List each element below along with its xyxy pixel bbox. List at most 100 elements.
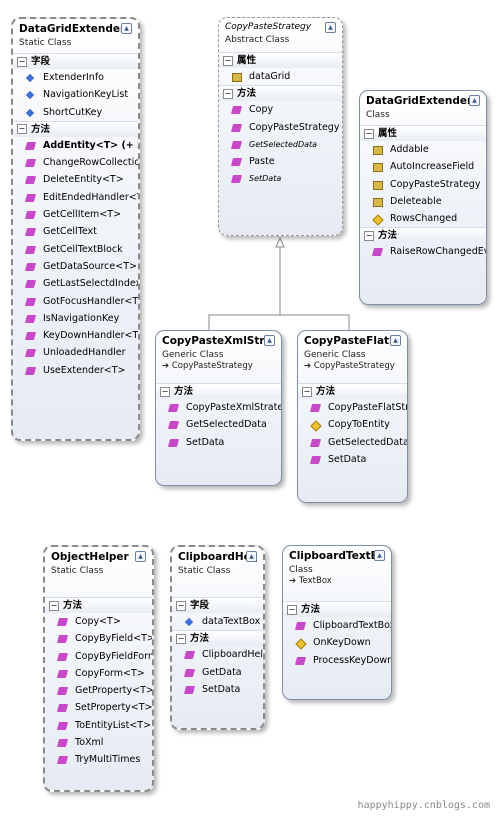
list-item[interactable]: dataTextBox [172,613,263,630]
list-item[interactable]: EditEndedHandler<TE... [13,189,138,206]
list-item[interactable]: SetData [219,170,342,187]
list-item[interactable]: Paste [219,153,342,170]
section-methods[interactable]: −方法 [13,120,138,137]
minus-icon[interactable]: − [17,124,27,135]
class-box-copypasteflatstrategy[interactable]: CopyPasteFlatStrat... Generic Class ➔ Co… [297,330,408,503]
list-item[interactable]: GetData [172,664,263,681]
list-item[interactable]: CopyByFieldForm... [45,648,152,665]
list-item[interactable]: SetProperty<T> [45,699,152,716]
minus-icon[interactable]: − [176,633,186,644]
collapse-icon[interactable]: ▲ [246,551,257,562]
list-item[interactable]: CopyPasteStrategy [360,176,486,193]
list-item[interactable]: ToEntityList<T> [45,717,152,734]
class-box-clipboardtextbox[interactable]: ClipboardTextBox Class ➔ TextBox ▲ −方法 C… [282,545,392,700]
section-methods[interactable]: −方法 [298,383,407,399]
list-item[interactable]: KeyDownHandler<T> [13,327,138,344]
list-item[interactable]: RaiseRowChangedEvent [360,243,486,260]
list-item[interactable]: GetCellTextBlock [13,241,138,258]
section-fields[interactable]: −字段 [13,53,138,69]
class-box-copypastestrategy[interactable]: CopyPasteStrategy Abstract Class ▲ −属性 d… [218,17,343,236]
minus-icon[interactable]: − [364,128,374,139]
list-item[interactable]: ProcessKeyDown [283,652,391,669]
list-item[interactable]: CopyForm<T> [45,665,152,682]
section-methods[interactable]: −方法 [172,630,263,647]
section-methods[interactable]: −方法 [156,383,281,399]
method-icon [167,404,180,412]
collapse-icon[interactable]: ▲ [374,550,385,561]
minus-icon[interactable]: − [160,386,170,397]
list-item[interactable]: Deleteable [360,193,486,210]
list-item[interactable]: GetSelectedData [219,136,342,153]
list-item[interactable]: SetData [172,681,263,698]
section-methods[interactable]: −方法 [360,227,486,244]
class-box-objecthelper[interactable]: ObjectHelper Static Class ▲ −方法 Copy<T> … [43,545,154,792]
list-item[interactable]: ToXml [45,734,152,751]
list-item[interactable]: Copy [219,101,342,118]
list-item[interactable]: NavigationKeyList [13,86,138,103]
list-item[interactable]: SetData [156,434,281,451]
list-item[interactable]: AddEntity<T> (+ 2 重... [13,137,138,154]
section-methods[interactable]: −方法 [219,85,342,102]
list-item[interactable]: ClipboardTextBox [283,617,391,634]
minus-icon[interactable]: − [302,386,312,397]
collapse-icon[interactable]: ▲ [121,23,132,34]
list-item[interactable]: OnKeyDown [283,634,391,651]
method-icon [167,438,180,447]
list-item[interactable]: GetCellItem<T> [13,206,138,223]
list-item[interactable]: CopyByField<T> [45,630,152,647]
section-properties[interactable]: −属性 [360,125,486,141]
list-item[interactable]: Addable [360,141,486,158]
property-icon [373,163,383,173]
list-item[interactable]: Copy<T> [45,613,152,630]
section-properties[interactable]: −属性 [219,52,342,68]
list-item[interactable]: dataGrid [219,68,342,85]
method-icon [167,421,180,430]
list-item[interactable]: GetSelectedData [156,416,281,433]
base-class: ➔ TextBox [289,576,332,586]
list-item[interactable]: UseExtender<T> [13,362,138,379]
list-item[interactable]: GotFocusHandler<TEv... [13,293,138,310]
collapse-icon[interactable]: ▲ [264,335,275,346]
list-item[interactable]: AutoIncreaseField [360,158,486,175]
list-item[interactable]: GetProperty<T> [45,682,152,699]
list-item[interactable]: CopyToEntity [298,416,407,433]
list-item[interactable]: ChangeRowCollection... [13,154,138,171]
collapse-icon[interactable]: ▲ [135,551,146,562]
list-item[interactable]: GetLastSelectdIndex<... [13,275,138,292]
list-item[interactable]: TryMultiTimes [45,751,152,768]
method-icon [56,739,69,748]
list-item[interactable]: ClipboardHel... [172,646,263,663]
section-methods[interactable]: −方法 [283,601,391,617]
list-item[interactable]: SetData [298,451,407,468]
collapse-icon[interactable]: ▲ [469,95,480,106]
minus-icon[interactable]: − [223,55,233,66]
list-item[interactable]: RowsChanged [360,210,486,227]
list-item[interactable]: CopyPasteXmlStrategy [156,399,281,416]
minus-icon[interactable]: − [287,604,297,615]
list-item[interactable]: GetSelectedData [298,434,407,451]
minus-icon[interactable]: − [17,56,27,67]
minus-icon[interactable]: − [176,600,186,611]
list-item[interactable]: DeleteEntity<T> [13,171,138,188]
section-methods[interactable]: −方法 [45,597,152,613]
class-box-copypastexmlstrategy[interactable]: CopyPasteXmlStrategy... Generic Class ➔ … [155,330,282,486]
collapse-icon[interactable]: ▲ [325,22,336,33]
section-fields[interactable]: −字段 [172,597,263,613]
class-box-datagridextender[interactable]: DataGridExtender Static Class ▲ −字段 Exte… [11,17,140,441]
list-item[interactable]: CopyPasteStrategy [219,119,342,136]
protected-method-icon [295,638,307,650]
list-item[interactable]: IsNavigationKey [13,310,138,327]
list-item[interactable]: CopyPasteFlatStra... [298,399,407,416]
collapse-icon[interactable]: ▲ [390,335,401,346]
list-item[interactable]: GetDataSource<T> [13,258,138,275]
minus-icon[interactable]: − [49,600,59,611]
list-item[interactable]: ExtenderInfo [13,69,138,86]
property-icon [232,73,242,82]
minus-icon[interactable]: − [364,230,374,241]
class-box-clipboardhelper[interactable]: ClipboardHelper Static Class ▲ −字段 dataT… [170,545,265,730]
list-item[interactable]: UnloadedHandler [13,344,138,361]
class-box-datagridextenderinfo[interactable]: DataGridExtenderInfo Class ▲ −属性 Addable… [359,90,487,305]
minus-icon[interactable]: − [223,88,233,99]
list-item[interactable]: ShortCutKey [13,104,138,121]
list-item[interactable]: GetCellText [13,223,138,240]
